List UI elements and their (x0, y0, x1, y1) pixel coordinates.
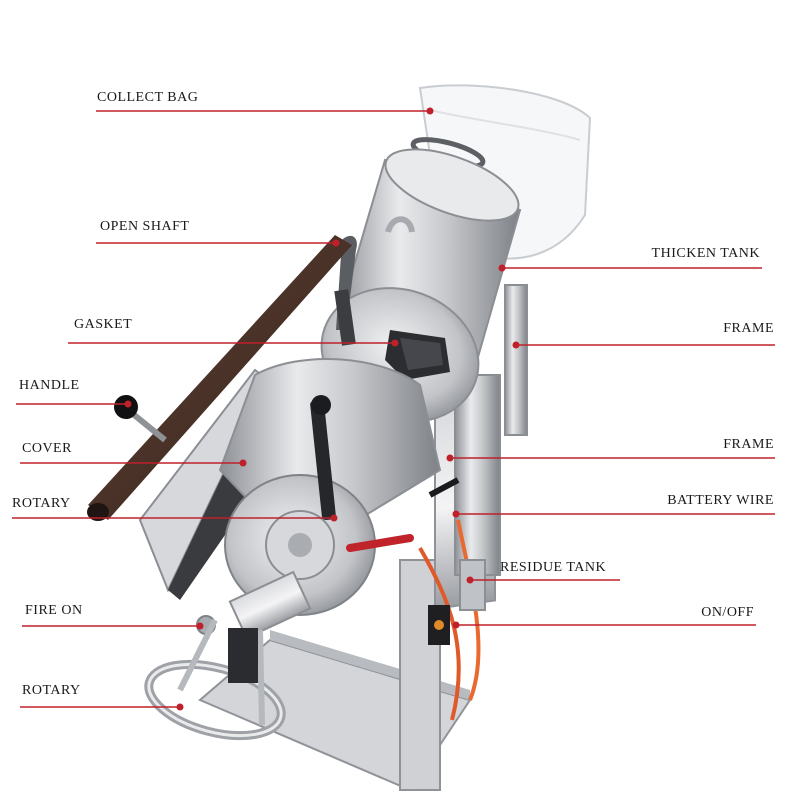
leader-dot-on-off (452, 621, 460, 629)
on-off-switch (428, 605, 450, 645)
label-collect-bag: COLLECT BAG (97, 90, 199, 105)
leader-dot-frame-lower (446, 454, 454, 462)
label-handle: HANDLE (19, 378, 80, 393)
leader-dot-fire-on (196, 622, 204, 630)
leader-dot-handle (124, 400, 132, 408)
leader-dot-open-shaft (332, 239, 340, 247)
rotary-wheel (144, 618, 286, 741)
label-rotary-upper: ROTARY (12, 496, 71, 511)
leader-dot-frame-upper (512, 341, 520, 349)
base-frame (198, 399, 496, 792)
leader-dot-gasket (391, 339, 399, 347)
handle-pipe (87, 235, 352, 521)
main-drum (218, 357, 442, 616)
label-open-shaft: OPEN SHAFT (100, 219, 190, 234)
residue-tank (459, 559, 486, 611)
leader-dot-rotary-lower (176, 703, 184, 711)
label-on-off: ON/OFF (701, 605, 754, 620)
label-rotary-lower: ROTARY (22, 683, 81, 698)
handle-knob (114, 395, 167, 443)
label-gasket: GASKET (74, 317, 133, 332)
open-shaft (334, 235, 357, 346)
leader-dot-residue-tank (466, 576, 474, 584)
leader-dot-thicken-tank (498, 264, 506, 272)
leader-dot-battery-wire (452, 510, 460, 518)
leader-lines (12, 107, 775, 711)
leader-dot-collect-bag (426, 107, 434, 115)
label-frame-lower: FRAME (723, 437, 774, 452)
leader-dot-cover (239, 459, 247, 467)
label-frame-upper: FRAME (723, 321, 774, 336)
label-cover: COVER (22, 441, 72, 456)
label-fire-on: FIRE ON (25, 603, 83, 618)
right-frame (454, 284, 528, 576)
leader-dot-rotary-upper (330, 514, 338, 522)
label-thicken-tank: THICKEN TANK (651, 246, 760, 261)
gasket (385, 330, 450, 380)
label-battery-wire: BATTERY WIRE (667, 493, 774, 508)
label-residue-tank: RESIDUE TANK (500, 560, 607, 575)
